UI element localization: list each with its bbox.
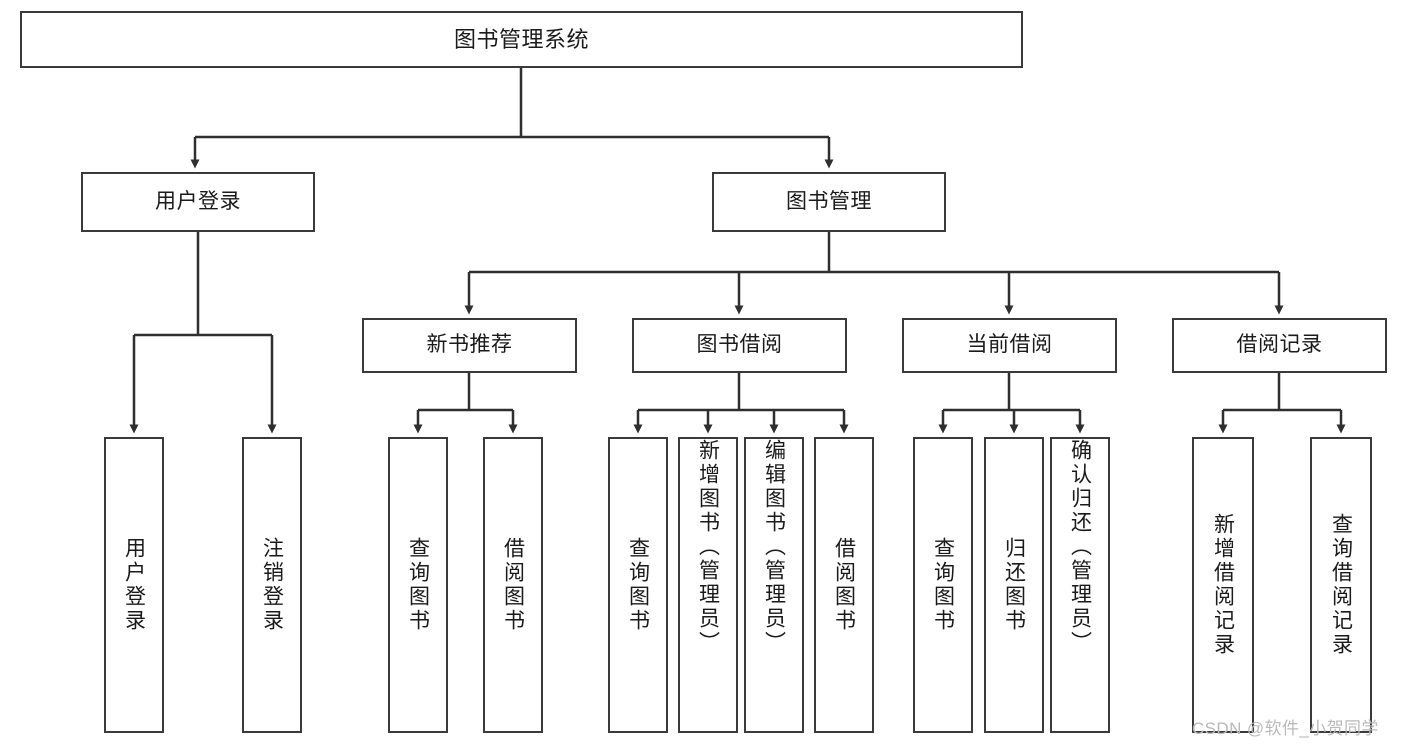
node-label: 查询图书 xyxy=(406,537,430,633)
node-leaf-query-borrow-record[interactable]: 查询借阅记录 xyxy=(1310,437,1372,733)
node-label: 用户登录 xyxy=(122,537,146,633)
node-leaf-query-book-2[interactable]: 查询图书 xyxy=(608,437,668,733)
node-leaf-edit-book-admin[interactable]: 编辑图书（管理员） xyxy=(744,437,804,733)
node-root[interactable]: 图书管理系统 xyxy=(20,11,1023,68)
node-book-borrow[interactable]: 图书借阅 xyxy=(632,318,847,373)
node-user-login[interactable]: 用户登录 xyxy=(81,172,315,232)
node-label: 图书管理系统 xyxy=(453,26,589,52)
node-borrow-record[interactable]: 借阅记录 xyxy=(1172,318,1387,373)
node-label: 用户登录 xyxy=(155,189,241,213)
node-label: 归还图书 xyxy=(1002,537,1026,633)
node-leaf-query-book-1[interactable]: 查询图书 xyxy=(388,437,448,733)
node-book-manage[interactable]: 图书管理 xyxy=(712,172,946,232)
node-leaf-user-logout[interactable]: 注销登录 xyxy=(242,437,302,733)
node-label: 借阅图书 xyxy=(832,537,856,633)
node-label: 查询图书 xyxy=(626,537,650,633)
node-leaf-confirm-return-admin[interactable]: 确认归还（管理员） xyxy=(1050,437,1110,733)
node-current-borrow[interactable]: 当前借阅 xyxy=(902,318,1117,373)
node-leaf-borrow-book-2[interactable]: 借阅图书 xyxy=(814,437,874,733)
node-leaf-user-login[interactable]: 用户登录 xyxy=(104,437,164,733)
node-label: 图书管理 xyxy=(786,189,872,213)
node-label: 注销登录 xyxy=(260,537,284,633)
node-label: 当前借阅 xyxy=(966,333,1053,357)
node-leaf-add-book-admin[interactable]: 新增图书（管理员） xyxy=(678,437,738,733)
node-label: 新增图书（管理员） xyxy=(696,439,720,655)
node-label: 确认归还（管理员） xyxy=(1068,439,1092,655)
connectors-group xyxy=(129,68,1346,434)
node-leaf-borrow-book-1[interactable]: 借阅图书 xyxy=(483,437,543,733)
node-label: 查询借阅记录 xyxy=(1329,513,1353,657)
node-label: 借阅记录 xyxy=(1236,333,1323,357)
node-label: 图书借阅 xyxy=(696,333,783,357)
node-label: 编辑图书（管理员） xyxy=(762,439,786,655)
node-leaf-add-borrow-record[interactable]: 新增借阅记录 xyxy=(1192,437,1254,733)
node-label: 查询图书 xyxy=(931,537,955,633)
node-new-book-rec[interactable]: 新书推荐 xyxy=(362,318,577,373)
node-leaf-query-book-3[interactable]: 查询图书 xyxy=(913,437,973,733)
node-label: 新书推荐 xyxy=(426,333,513,357)
node-label: 新增借阅记录 xyxy=(1211,513,1235,657)
node-label: 借阅图书 xyxy=(501,537,525,633)
node-leaf-return-book[interactable]: 归还图书 xyxy=(984,437,1044,733)
